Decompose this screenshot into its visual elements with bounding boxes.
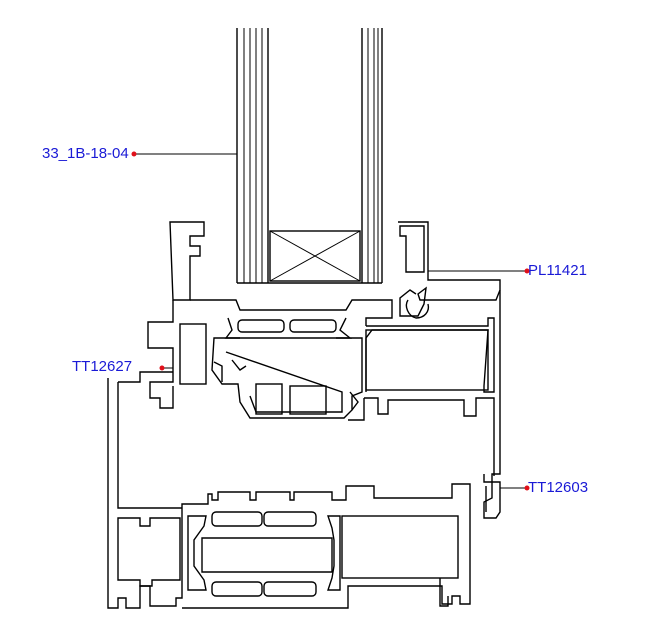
leader-lines [134,153,527,489]
marker-sash [159,365,165,371]
marker-frame [524,485,530,491]
callout-glass-label: 33_1B-18-04 [42,145,129,162]
callout-frame-label: TT12603 [528,479,589,496]
glazing-unit [236,28,383,284]
marker-glass [131,151,137,157]
glazing-bead [398,221,501,319]
sash-chamber [179,323,207,385]
frame-chamber [341,515,459,579]
callout-bead-label: PL11421 [528,262,587,279]
callout-markers [131,151,530,491]
marker-bead [524,268,530,274]
spacer-bar [269,230,361,282]
callout-sash-label: TT12627 [72,358,133,375]
sash-profile [147,221,393,419]
frame-profile [107,290,501,609]
right-sash-chambers [348,317,495,476]
